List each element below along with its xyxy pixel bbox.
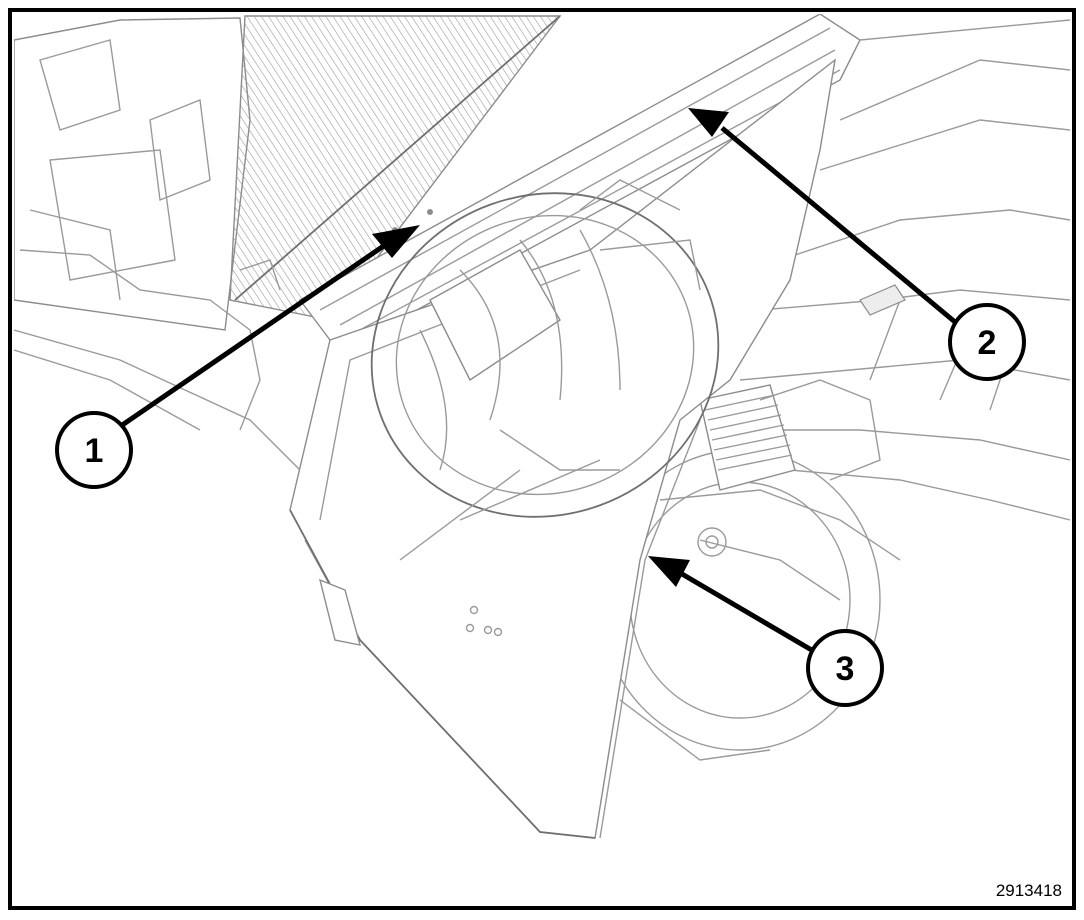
fan-shroud [289, 58, 836, 839]
figure-reference-number: 2913418 [996, 881, 1062, 900]
callout-1: 1 [55, 411, 133, 489]
callout-3-label: 3 [836, 650, 855, 688]
arrow-2 [688, 108, 957, 324]
line-art [14, 14, 1070, 839]
arrow-3 [648, 556, 817, 655]
callout-2: 2 [948, 303, 1026, 381]
callout-3: 3 [806, 629, 884, 707]
callout-1-label: 1 [85, 432, 104, 470]
callout-2-label: 2 [978, 324, 997, 362]
bellows-boot [699, 384, 796, 491]
arrow-1 [113, 225, 420, 433]
